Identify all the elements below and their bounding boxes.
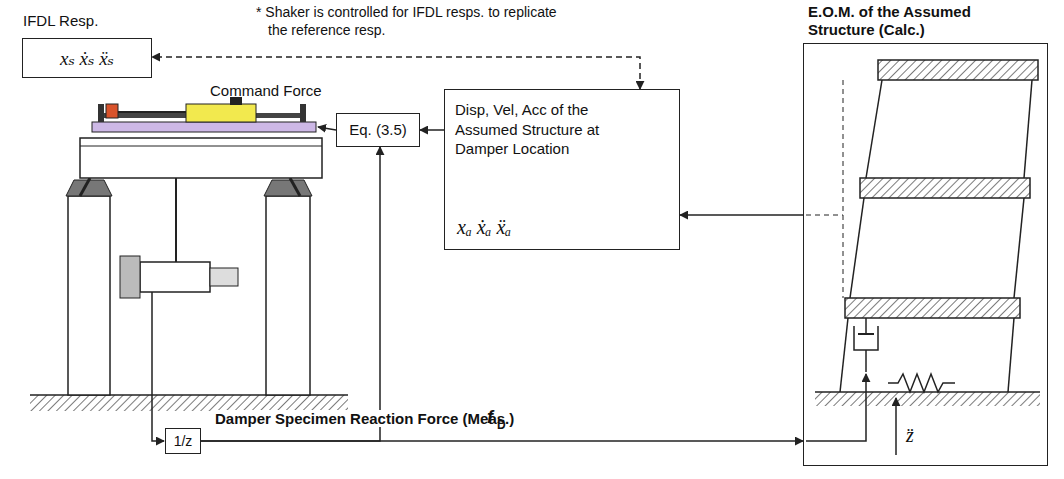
support-leg [290, 178, 300, 196]
signal-arrow [680, 214, 803, 216]
response-box: IFDL Resp.xₛ ẋₛ ẍₛ [22, 38, 152, 78]
column [840, 318, 848, 392]
signal-arrow [420, 129, 444, 131]
support-leg [80, 178, 90, 196]
column [866, 80, 882, 178]
signal-arrow [201, 440, 803, 442]
damper-rod [865, 318, 867, 334]
building-model [806, 60, 1040, 455]
floor-slab [860, 178, 1030, 198]
heading-text: IFDL Resp. [23, 12, 98, 29]
response-box: Disp, Vel, Acc of the Assumed Structure … [444, 89, 680, 250]
ground-motion-symbol [888, 374, 955, 392]
damper-specimen [186, 104, 256, 122]
signal-symbol: f [487, 407, 493, 428]
rail-post [300, 104, 306, 122]
isolation-mount [264, 180, 312, 196]
node-text: 1/z [166, 429, 200, 449]
damper-end [106, 104, 118, 118]
damper-location-mark [806, 215, 843, 216]
actuator-rod [175, 178, 177, 262]
base-plate [92, 122, 316, 132]
shake-table [80, 138, 322, 178]
reference-line [843, 80, 844, 298]
table-edge [80, 146, 322, 147]
edge-label: * Shaker is controlled for IFDL resps. t… [256, 4, 568, 39]
node-text: Disp, Vel, Acc of the Assumed Structure … [445, 90, 615, 159]
edge-label: Damper Specimen Reaction Force (Meas.) [213, 410, 516, 427]
column [1014, 198, 1024, 298]
ground-hatch [815, 392, 1040, 406]
floor-slab [845, 298, 1020, 318]
signal-subscript: D [497, 418, 506, 432]
column [850, 198, 864, 298]
column [1008, 318, 1014, 392]
input-label: z̈ [906, 424, 914, 447]
damper-force-line [806, 374, 866, 441]
ground-hatch [30, 395, 348, 411]
shaker-rig [30, 97, 348, 441]
node-text: xₐ ẋₐ ẍₐ [457, 216, 511, 239]
rail-post [98, 104, 104, 122]
delay-box: 1/z [165, 428, 201, 454]
floor-slab [878, 60, 1038, 80]
signal-label: Command Force [210, 82, 322, 99]
command-arrow [318, 127, 336, 130]
force-signal-line [152, 292, 164, 441]
damper-piston [858, 333, 874, 335]
signal-arrow [201, 147, 380, 441]
ground-motion-arrow [895, 398, 897, 455]
damper-rod [865, 350, 867, 372]
node-text: Eq. (3.5) [337, 114, 419, 138]
pillar [266, 196, 310, 395]
node-text: E.O.M. of the Assumed Structure (Calc.) [808, 3, 1013, 39]
equation-box: Eq. (3.5) [336, 113, 420, 147]
ground-line [815, 391, 1040, 393]
pillar [68, 196, 110, 395]
damper-cylinder [854, 326, 878, 350]
damper-rod [118, 111, 186, 113]
actuator-servo [210, 268, 238, 286]
column [1024, 80, 1032, 178]
structure-panel: E.O.M. of the Assumed Structure (Calc.) [803, 43, 1048, 466]
actuator-mount [120, 256, 140, 298]
actuator-body [140, 262, 210, 292]
node-text: xₛ ẋₛ ẍₛ [23, 39, 151, 70]
